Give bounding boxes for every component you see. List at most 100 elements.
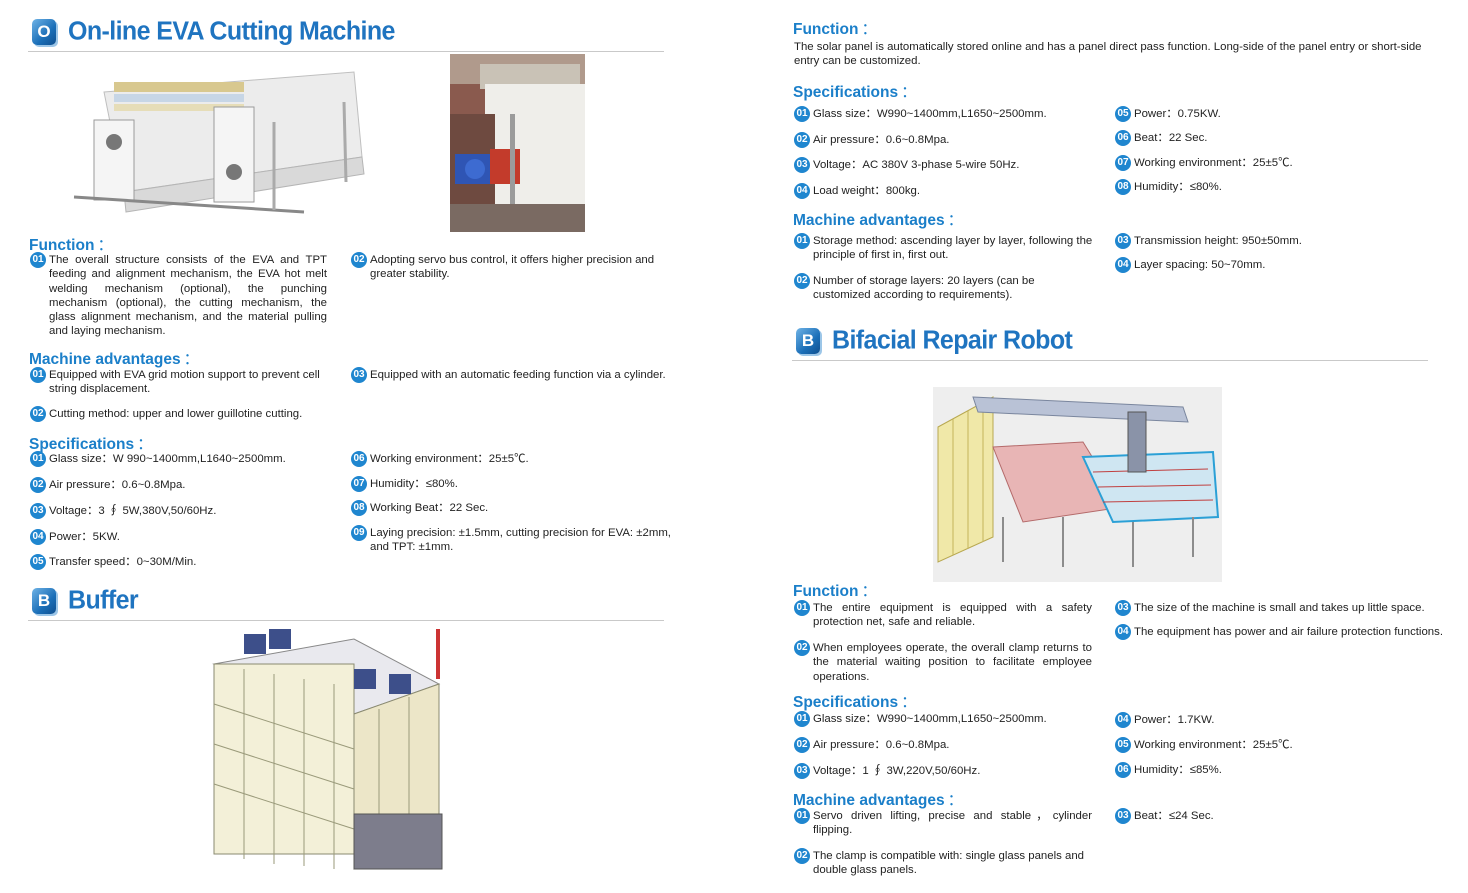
item-number-badge: 05	[1115, 737, 1131, 753]
robot-spec-item: 04 Power：1.7KW.	[1115, 712, 1445, 728]
buffer-advantage-item: 04 Layer spacing: 50~70mm.	[1115, 257, 1445, 273]
eva-function-heading: Function：	[29, 237, 113, 254]
buffer-advantage-item: 02 Number of storage layers: 20 layers (…	[794, 273, 1094, 303]
buffer-title: Buffer	[68, 585, 139, 615]
eva-spec-item: 05 Transfer speed：0~30M/Min.	[30, 554, 330, 570]
item-number-badge: 02	[794, 273, 810, 289]
robot-function-item: 01 The entire equipment is equipped with…	[794, 600, 1092, 630]
robot-advantages-heading: Machine advantages：	[793, 792, 964, 809]
item-number-badge: 02	[30, 477, 46, 493]
item-number-badge: 05	[30, 554, 46, 570]
robot-title: Bifacial Repair Robot	[832, 325, 1073, 355]
buffer-spec-item: 08 Humidity：≤80%.	[1115, 179, 1445, 195]
robot-spec-item: 05 Working environment：25±5℃.	[1115, 737, 1445, 753]
item-number-badge: 05	[1115, 106, 1131, 122]
item-number-badge: 02	[794, 132, 810, 148]
buffer-machine-image	[204, 624, 446, 886]
item-number-badge: 02	[351, 252, 367, 268]
buffer-function-heading: Function：	[793, 21, 877, 38]
eva-title: On-line EVA Cutting Machine	[68, 16, 395, 46]
buffer-title-divider	[28, 620, 664, 621]
item-number-badge: 03	[1115, 600, 1131, 616]
eva-spec-item: 02 Air pressure：0.6~0.8Mpa.	[30, 477, 330, 493]
robot-section-badge: B	[796, 327, 820, 354]
robot-advantage-item: 03 Beat：≤24 Sec.	[1115, 808, 1445, 824]
buffer-advantage-item: 03 Transmission height: 950±50mm.	[1115, 233, 1445, 249]
robot-spec-item: 02 Air pressure：0.6~0.8Mpa.	[794, 737, 1094, 753]
buffer-spec-item: 07 Working environment：25±5℃.	[1115, 155, 1445, 171]
eva-spec-item: 01 Glass size：W 990~1400mm,L1640~2500mm.	[30, 451, 330, 467]
buffer-spec-item: 06 Beat：22 Sec.	[1115, 130, 1445, 146]
item-number-badge: 07	[351, 476, 367, 492]
item-number-badge: 07	[1115, 155, 1131, 171]
item-number-badge: 02	[30, 406, 46, 422]
robot-title-divider	[792, 360, 1428, 361]
item-number-badge: 01	[30, 367, 46, 383]
buffer-specifications-heading: Specifications：	[793, 84, 917, 101]
item-number-badge: 01	[794, 106, 810, 122]
eva-machine-image	[64, 62, 372, 230]
robot-function-heading: Function：	[793, 583, 877, 600]
eva-spec-item: 08 Working Beat：22 Sec.	[351, 500, 687, 516]
buffer-spec-item: 05 Power：0.75KW.	[1115, 106, 1445, 122]
robot-advantage-item: 01 Servo driven lifting, precise and sta…	[794, 808, 1092, 838]
item-number-badge: 03	[794, 763, 810, 779]
item-number-badge: 02	[794, 848, 810, 864]
eva-spec-item: 06 Working environment：25±5℃.	[351, 451, 687, 467]
buffer-spec-item: 02 Air pressure：0.6~0.8Mpa.	[794, 132, 1094, 148]
item-number-badge: 04	[1115, 624, 1131, 640]
robot-function-item: 04 The equipment has power and air failu…	[1115, 624, 1460, 640]
item-number-badge: 02	[794, 640, 810, 656]
robot-specifications-heading: Specifications：	[793, 694, 917, 711]
item-number-badge: 03	[351, 367, 367, 383]
item-number-badge: 08	[1115, 179, 1131, 195]
item-number-badge: 02	[794, 737, 810, 753]
buffer-spec-item: 04 Load weight：800kg.	[794, 183, 1094, 199]
robot-spec-item: 03 Voltage：1 ∮ 3W,220V,50/60Hz.	[794, 763, 1094, 779]
item-number-badge: 01	[30, 252, 46, 268]
robot-spec-item: 01 Glass size：W990~1400mm,L1650~2500mm.	[794, 711, 1094, 727]
item-number-badge: 01	[30, 451, 46, 467]
eva-spec-item: 07 Humidity：≤80%.	[351, 476, 687, 492]
robot-spec-item: 06 Humidity：≤85%.	[1115, 762, 1445, 778]
buffer-advantage-item: 01 Storage method: ascending layer by la…	[794, 233, 1094, 263]
item-number-badge: 01	[794, 808, 810, 824]
buffer-advantages-heading: Machine advantages：	[793, 212, 964, 229]
item-number-badge: 01	[794, 600, 810, 616]
eva-spec-item: 04 Power：5KW.	[30, 529, 330, 545]
item-number-badge: 06	[351, 451, 367, 467]
eva-title-divider	[28, 51, 664, 52]
buffer-spec-item: 03 Voltage：AC 380V 3-phase 5-wire 50Hz.	[794, 157, 1094, 173]
item-number-badge: 04	[1115, 712, 1131, 728]
robot-function-item: 02 When employees operate, the overall c…	[794, 640, 1092, 684]
item-number-badge: 01	[794, 711, 810, 727]
item-number-badge: 03	[794, 157, 810, 173]
eva-spec-item: 09 Laying precision: ±1.5mm, cutting pre…	[351, 525, 687, 555]
buffer-title-block: B Buffer	[32, 585, 139, 615]
eva-advantage-item: 02 Cutting method: upper and lower guill…	[30, 406, 330, 422]
robot-function-item: 03 The size of the machine is small and …	[1115, 600, 1460, 616]
item-number-badge: 04	[794, 183, 810, 199]
eva-function-item: 01 The overall structure consists of the…	[30, 252, 327, 339]
item-number-badge: 03	[1115, 233, 1131, 249]
buffer-spec-item: 01 Glass size：W990~1400mm,L1650~2500mm.	[794, 106, 1094, 122]
item-number-badge: 03	[30, 503, 46, 519]
item-number-badge: 08	[351, 500, 367, 516]
robot-machine-image	[933, 387, 1222, 582]
robot-advantage-item: 02 The clamp is compatible with: single …	[794, 848, 1094, 878]
eva-function-item: 02 Adopting servo bus control, it offers…	[351, 252, 687, 282]
item-number-badge: 06	[1115, 130, 1131, 146]
eva-advantage-item: 01 Equipped with EVA grid motion support…	[30, 367, 330, 397]
eva-title-block: O On-line EVA Cutting Machine	[32, 16, 395, 46]
eva-advantages-heading: Machine advantages：	[29, 351, 200, 368]
item-number-badge: 09	[351, 525, 367, 541]
item-number-badge: 06	[1115, 762, 1131, 778]
eva-specifications-heading: Specifications：	[29, 436, 153, 453]
item-number-badge: 01	[794, 233, 810, 249]
buffer-section-badge: B	[32, 587, 56, 614]
buffer-function-text: The solar panel is automatically stored …	[794, 41, 1422, 68]
eva-section-badge: O	[32, 18, 56, 45]
eva-spec-item: 03 Voltage：3 ∮ 5W,380V,50/60Hz.	[30, 503, 330, 519]
item-number-badge: 04	[1115, 257, 1131, 273]
item-number-badge: 03	[1115, 808, 1131, 824]
